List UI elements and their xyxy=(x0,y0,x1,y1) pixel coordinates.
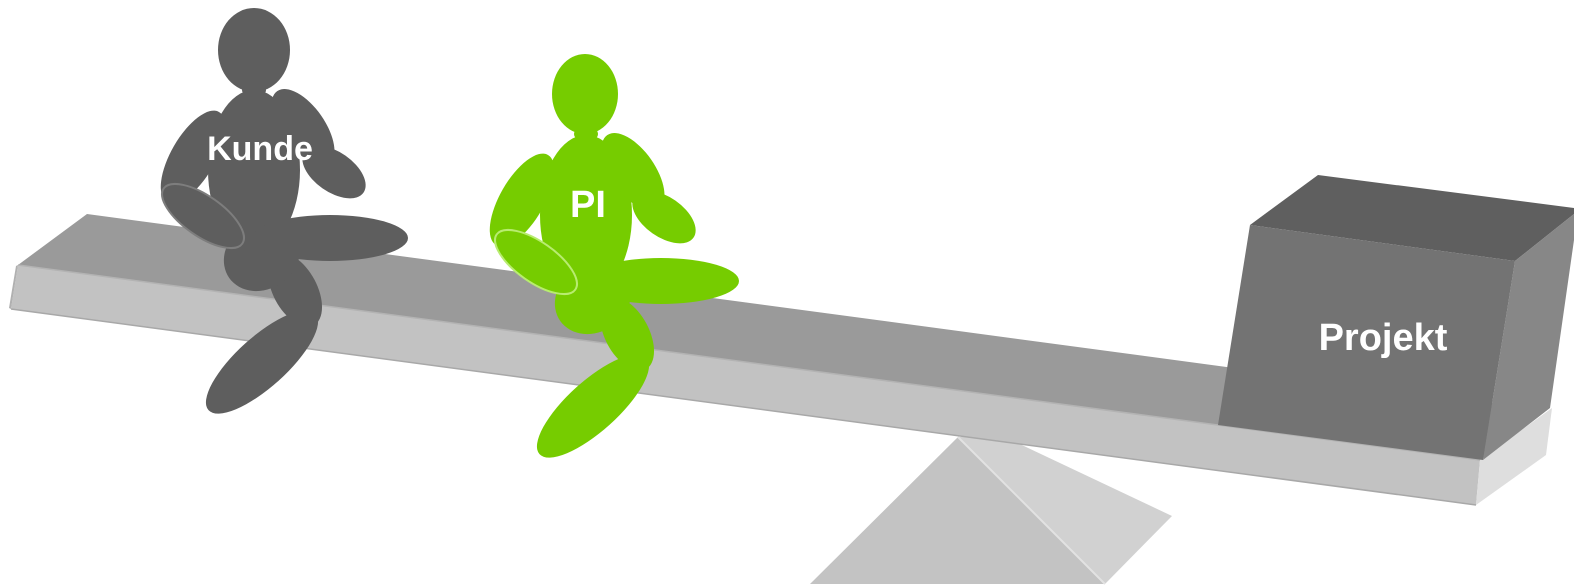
fulcrum xyxy=(810,437,1172,584)
project-label: Projekt xyxy=(1319,317,1448,359)
pi-label: PI xyxy=(570,184,606,226)
pi-thigh xyxy=(583,258,739,304)
project-box: Projekt xyxy=(1218,175,1574,460)
pi-head xyxy=(552,54,618,134)
pi-figure: PI xyxy=(477,54,739,473)
customer-label: Kunde xyxy=(207,130,313,168)
customer-head xyxy=(218,8,290,92)
customer-thigh xyxy=(252,215,408,261)
customer-figure: Kunde xyxy=(148,8,408,429)
